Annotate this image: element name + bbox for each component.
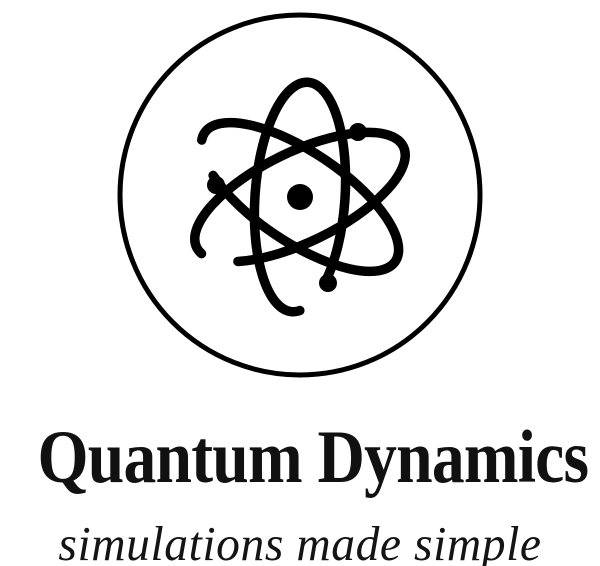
orbit-group	[190, 77, 410, 317]
electron-bottom-icon	[319, 274, 337, 292]
orbit-left-tilt-icon	[196, 117, 404, 277]
orbit-vertical-icon	[249, 77, 351, 317]
brand-tagline: simulations made simple	[58, 516, 542, 566]
nucleus-icon	[287, 184, 313, 210]
atom-emblem	[117, 12, 483, 378]
electron-upper-right-icon	[349, 123, 367, 141]
emblem-outer-ring-icon	[117, 12, 483, 378]
electron-left-icon	[207, 176, 225, 194]
brand-name: Quantum Dynamics	[37, 416, 590, 499]
orbit-right-tilt-icon	[190, 127, 410, 267]
wordmark-block: Quantum Dynamics simulations made simple	[0, 398, 600, 566]
